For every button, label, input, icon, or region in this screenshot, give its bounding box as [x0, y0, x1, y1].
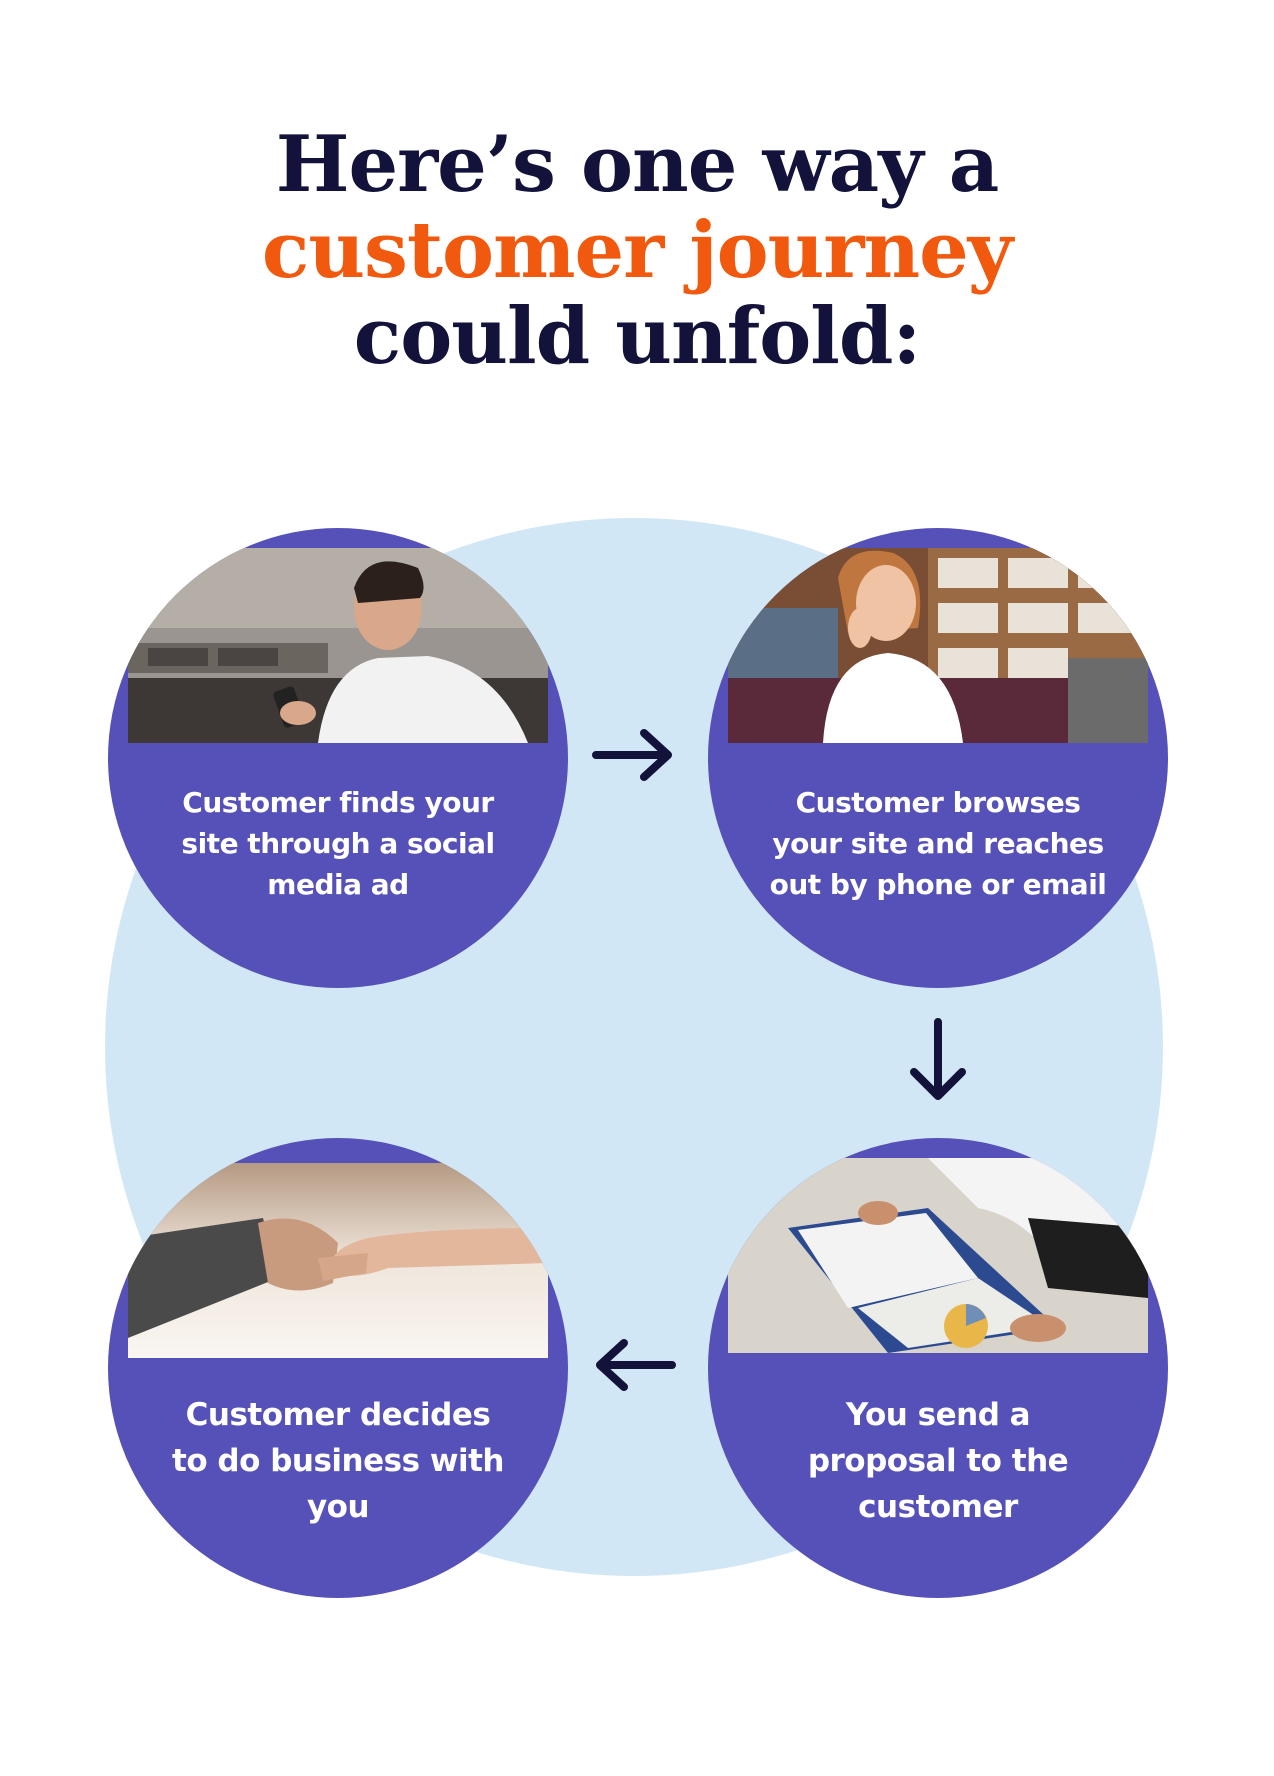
man-looking-at-phone-photo — [128, 548, 548, 743]
handshake-photo — [128, 1163, 548, 1358]
title-line-1: Here’s one way a — [275, 119, 1000, 210]
woman-on-phone-call-photo — [728, 548, 1148, 743]
step-1-circle: Customer finds your site through a socia… — [108, 528, 568, 988]
step-1-text: Customer finds your site through a socia… — [181, 786, 495, 901]
arrow-left-icon — [592, 1337, 676, 1393]
step-2-text: Customer browses your site and reaches o… — [769, 786, 1107, 901]
proposal-document-photo — [728, 1158, 1148, 1353]
step-4-circle: Customer decides to do business with you — [108, 1138, 568, 1598]
step-2-circle: Customer browses your site and reaches o… — [708, 528, 1168, 988]
title-line-2-accent: customer journey — [261, 205, 1013, 296]
step-3-text: You send a proposal to the customer — [807, 1397, 1069, 1525]
arrow-down-icon — [904, 1018, 972, 1104]
page-title: Here’s one way a customer journey could … — [0, 122, 1274, 380]
step-3-circle: You send a proposal to the customer — [708, 1138, 1168, 1598]
title-line-3: could unfold: — [353, 291, 922, 382]
step-4-text: Customer decides to do business with you — [172, 1397, 504, 1525]
arrow-right-icon — [592, 727, 676, 783]
